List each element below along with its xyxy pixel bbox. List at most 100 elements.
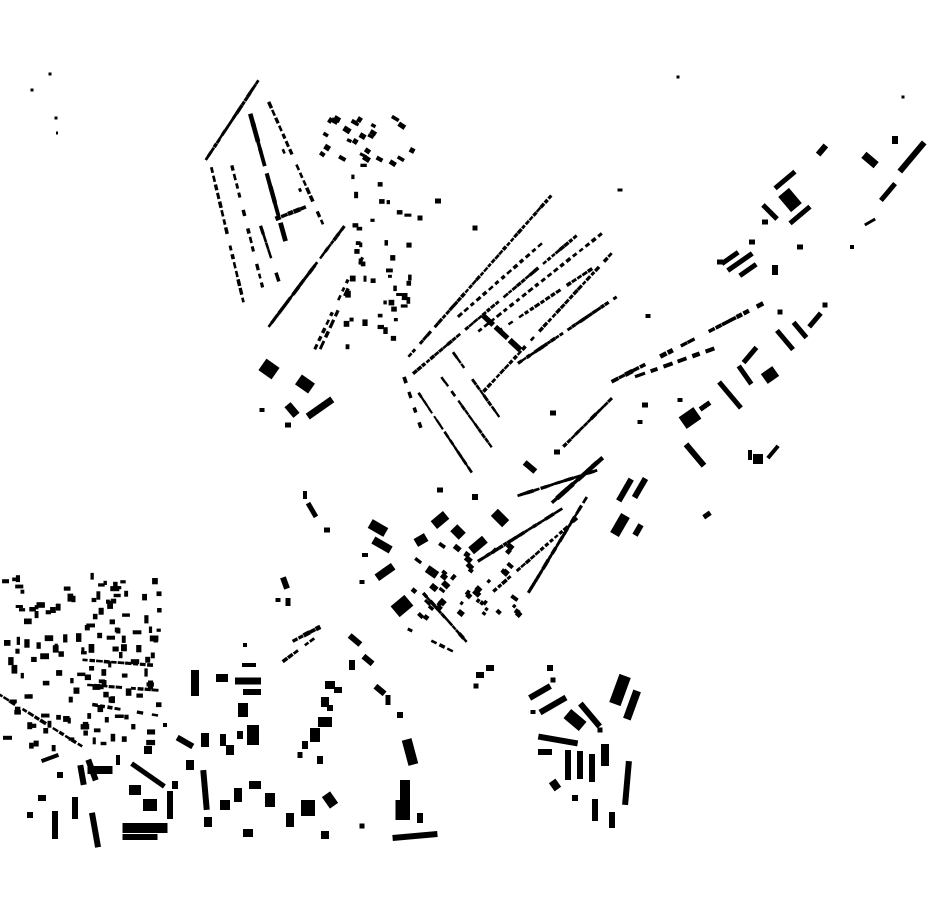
building — [113, 581, 118, 590]
building — [144, 687, 152, 692]
building — [524, 219, 530, 226]
building — [131, 724, 136, 730]
building — [42, 680, 50, 686]
building — [342, 126, 351, 134]
building — [77, 742, 83, 748]
building — [544, 295, 551, 301]
building — [298, 172, 304, 179]
building — [603, 300, 610, 307]
building — [584, 242, 591, 248]
building — [132, 630, 142, 635]
building — [408, 146, 416, 154]
building — [418, 339, 425, 345]
building — [121, 673, 128, 678]
building — [446, 647, 454, 653]
building — [370, 218, 375, 222]
building — [370, 278, 376, 283]
building — [14, 706, 21, 713]
building — [383, 327, 388, 335]
building — [93, 728, 101, 733]
building — [677, 398, 683, 402]
building — [107, 600, 113, 609]
building — [772, 265, 778, 275]
building — [249, 781, 261, 789]
building — [462, 637, 468, 643]
building — [553, 534, 559, 539]
building — [305, 187, 312, 195]
building — [19, 608, 26, 612]
building — [500, 578, 508, 586]
building — [374, 562, 396, 582]
building — [775, 328, 795, 352]
building — [506, 269, 513, 275]
building — [502, 292, 509, 299]
building — [321, 831, 329, 839]
building — [475, 275, 482, 282]
building — [408, 274, 412, 281]
building — [516, 350, 523, 356]
building — [445, 309, 451, 316]
building — [556, 507, 564, 513]
building — [318, 150, 326, 158]
building — [323, 143, 332, 152]
building — [40, 753, 60, 763]
building — [482, 387, 488, 393]
building — [308, 637, 316, 643]
building — [467, 466, 473, 474]
building — [467, 414, 473, 420]
building — [106, 635, 115, 640]
building — [24, 618, 32, 625]
building — [532, 523, 538, 529]
building — [476, 557, 484, 563]
building — [371, 536, 393, 554]
building — [571, 277, 578, 284]
building — [686, 337, 696, 344]
building — [532, 266, 540, 273]
building — [463, 555, 473, 564]
building — [230, 164, 235, 172]
building — [236, 278, 242, 287]
building — [388, 299, 395, 306]
building — [533, 302, 541, 309]
building — [304, 641, 310, 647]
building — [523, 309, 530, 315]
building — [495, 312, 503, 318]
building — [459, 292, 467, 299]
building — [446, 435, 452, 442]
building — [423, 598, 432, 607]
building — [327, 705, 333, 711]
building — [473, 683, 479, 689]
building — [482, 599, 488, 606]
building — [327, 243, 332, 249]
building — [109, 619, 116, 625]
building — [486, 400, 493, 407]
building — [562, 525, 569, 532]
building — [111, 660, 117, 664]
building — [438, 597, 447, 607]
building — [101, 669, 107, 676]
building — [89, 666, 95, 671]
building — [498, 249, 504, 256]
building — [546, 340, 552, 345]
building — [704, 346, 716, 354]
building — [91, 702, 99, 708]
building — [308, 627, 317, 635]
building — [175, 734, 195, 750]
building — [539, 202, 546, 209]
building — [539, 546, 545, 552]
building — [777, 309, 783, 315]
building — [367, 519, 389, 537]
building — [391, 306, 397, 312]
building — [317, 335, 323, 342]
building — [472, 225, 478, 231]
building — [455, 356, 462, 364]
building — [14, 709, 21, 715]
building — [717, 380, 743, 410]
building — [36, 602, 45, 608]
building — [494, 300, 500, 306]
building — [75, 633, 82, 642]
building — [338, 154, 347, 162]
building — [518, 313, 525, 319]
building — [259, 408, 265, 412]
building — [324, 527, 330, 533]
